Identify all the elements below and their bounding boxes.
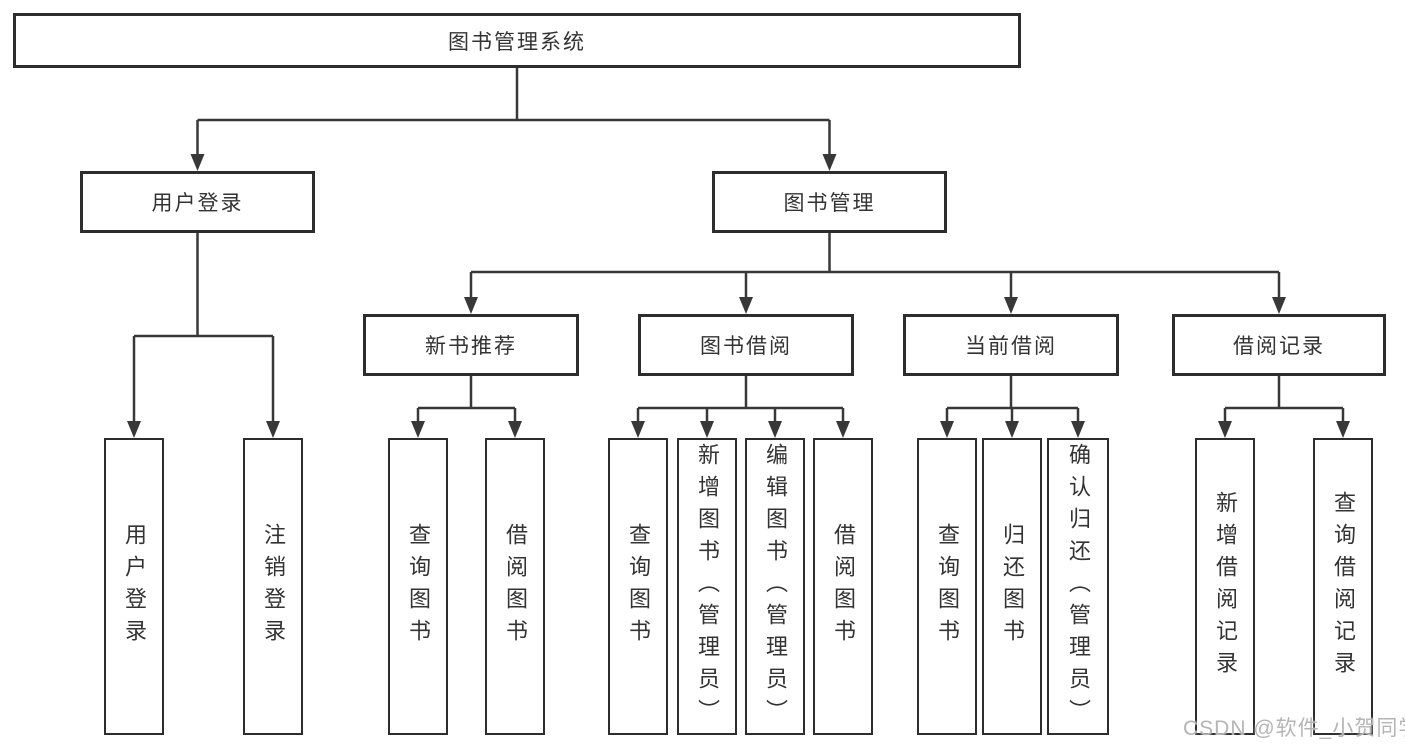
node-root-label: 图书管理系统 (448, 30, 586, 54)
connector-borrow-records-to-leaves (1223, 376, 1345, 431)
node-book-management-branch-label: 图书管理 (783, 192, 876, 215)
leaf-records-add-borrow-record-label: 新增借阅记录 (1213, 490, 1238, 683)
connector-new-book-recommend-to-leaves (416, 376, 517, 431)
leaf-recommend-query-books-label: 查询图书 (406, 522, 431, 651)
leaf-borrow-edit-books-admin-label: 编辑图书（管理员） (763, 442, 788, 731)
node-book-borrow: 图书借阅 (638, 314, 854, 376)
leaf-user-login: 用户登录 (104, 438, 164, 735)
leaf-borrow-add-books-admin-label: 新增图书（管理员） (695, 442, 720, 731)
node-book-borrow-label: 图书借阅 (700, 335, 792, 358)
connector-user-login-to-leaves (132, 233, 275, 431)
arrowheads (127, 154, 1350, 438)
node-root-library-management-system: 图书管理系统 (13, 13, 1021, 68)
leaf-current-return-books: 归还图书 (982, 438, 1042, 735)
leaf-recommend-borrow-books-label: 借阅图书 (503, 522, 528, 651)
leaf-current-query-books: 查询图书 (917, 438, 977, 735)
leaf-logout: 注销登录 (243, 438, 303, 735)
leaf-recommend-query-books: 查询图书 (388, 438, 448, 735)
leaf-borrow-add-books-admin: 新增图书（管理员） (677, 438, 737, 735)
node-borrow-records-label: 借阅记录 (1233, 335, 1325, 358)
csdn-watermark: CSDN @软件_小贺同学 (1183, 717, 1405, 740)
leaf-records-query-borrow-record-label: 查询借阅记录 (1331, 490, 1356, 683)
leaf-recommend-borrow-books: 借阅图书 (485, 438, 545, 735)
leaf-borrow-query-books-label: 查询图书 (626, 522, 651, 651)
node-current-borrow: 当前借阅 (903, 314, 1119, 376)
leaf-borrow-edit-books-admin: 编辑图书（管理员） (745, 438, 805, 735)
leaf-records-query-borrow-record: 查询借阅记录 (1313, 438, 1373, 735)
leaf-current-confirm-return-admin-label: 确认归还（管理员） (1066, 442, 1091, 731)
leaf-logout-label: 注销登录 (261, 522, 286, 651)
node-book-management-branch: 图书管理 (712, 171, 947, 233)
leaf-current-return-books-label: 归还图书 (1000, 522, 1025, 651)
leaf-user-login-label: 用户登录 (122, 522, 147, 651)
node-borrow-records: 借阅记录 (1172, 314, 1386, 376)
connector-book-borrow-to-leaves (636, 376, 845, 431)
leaf-records-add-borrow-record: 新增借阅记录 (1195, 438, 1255, 735)
connector-book-management-to-level3 (469, 233, 1281, 307)
leaf-current-confirm-return-admin: 确认归还（管理员） (1047, 438, 1109, 735)
connector-current-borrow-to-leaves (945, 376, 1080, 431)
node-new-book-recommend: 新书推荐 (363, 314, 579, 376)
connector-root-to-level2 (196, 68, 831, 164)
leaf-current-query-books-label: 查询图书 (935, 522, 960, 651)
leaf-borrow-borrow-books-label: 借阅图书 (831, 522, 856, 651)
node-user-login-branch-label: 用户登录 (151, 192, 244, 215)
leaf-borrow-borrow-books: 借阅图书 (813, 438, 873, 735)
node-current-borrow-label: 当前借阅 (965, 335, 1057, 358)
node-user-login-branch: 用户登录 (80, 171, 315, 233)
leaf-borrow-query-books: 查询图书 (608, 438, 668, 735)
node-new-book-recommend-label: 新书推荐 (425, 335, 517, 358)
